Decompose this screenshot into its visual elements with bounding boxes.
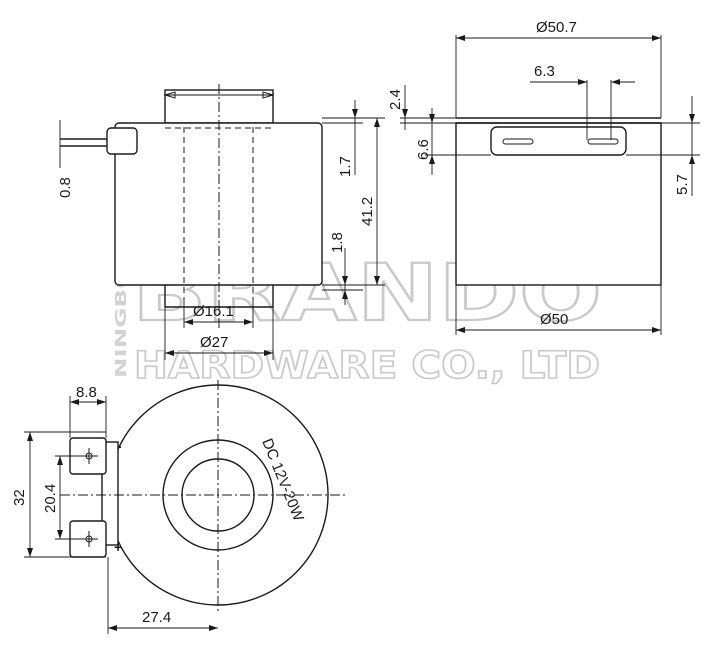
dim-offset-label: 27.4 [142, 609, 171, 626]
dim-5-7-label: 5.7 [674, 174, 691, 195]
dim-bottom-step-label: 1.8 [329, 232, 346, 253]
dim-bore-label: Ø16.1 [193, 303, 234, 320]
dim-bottom-label: Ø50 [540, 311, 568, 328]
dim-height-label: 41.2 [359, 197, 376, 226]
dim-terminal-width-label: 8.8 [76, 384, 97, 401]
front-view: 0.8 1.7 41.2 1.8 Ø16.1 Ø27 [57, 84, 385, 360]
dim-top-step-label: 1.7 [337, 156, 354, 177]
rating-label: DC 12V-20W [258, 436, 307, 524]
minus-mark: - [117, 438, 122, 454]
terminal-plate [490, 126, 627, 156]
bottom-view: - + DC 12V-20W 8.8 32 20.4 27.4 [11, 380, 345, 634]
wire-tab [106, 127, 138, 155]
watermark-company: HARDWARE CO., LTD [134, 344, 600, 387]
dim-2-4-label: 2.4 [387, 89, 404, 110]
dim-terminal-pitch-label: 20.4 [42, 484, 59, 513]
side-view: Ø50.7 6.3 2.4 6.6 5.7 Ø50 [387, 19, 700, 335]
dim-wire-label: 0.8 [57, 177, 74, 198]
dim-outer-pitch-label: 32 [11, 489, 28, 506]
terminal-slot-right [587, 138, 619, 145]
dim-slot-spacing-label: 6.3 [534, 63, 555, 80]
dim-boss-label: Ø27 [200, 334, 228, 351]
terminal-slot-left [502, 138, 534, 145]
watermark-vertical: NINGBO [112, 268, 130, 378]
dim-6-6-label: 6.6 [415, 139, 432, 160]
dim-top-label: Ø50.7 [536, 19, 577, 36]
plus-mark: + [114, 539, 122, 555]
